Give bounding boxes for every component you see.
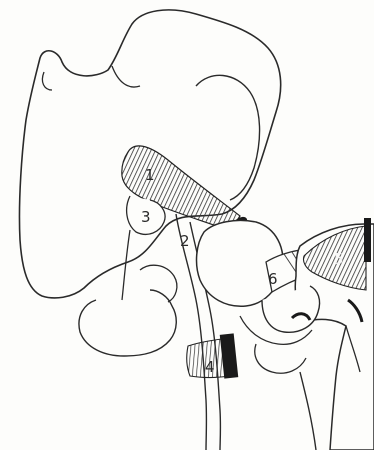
radius-line	[300, 372, 316, 450]
label-3: 3	[141, 208, 151, 226]
lower-joint-round	[255, 344, 306, 373]
label-4: 4	[205, 358, 215, 376]
label-1: 1	[145, 166, 155, 184]
label-6: 6	[268, 270, 278, 288]
label-5: 5	[334, 250, 344, 268]
lower-bone-curl	[79, 290, 176, 356]
muscle-5-edge	[364, 218, 371, 262]
label-2: 2	[180, 232, 190, 250]
